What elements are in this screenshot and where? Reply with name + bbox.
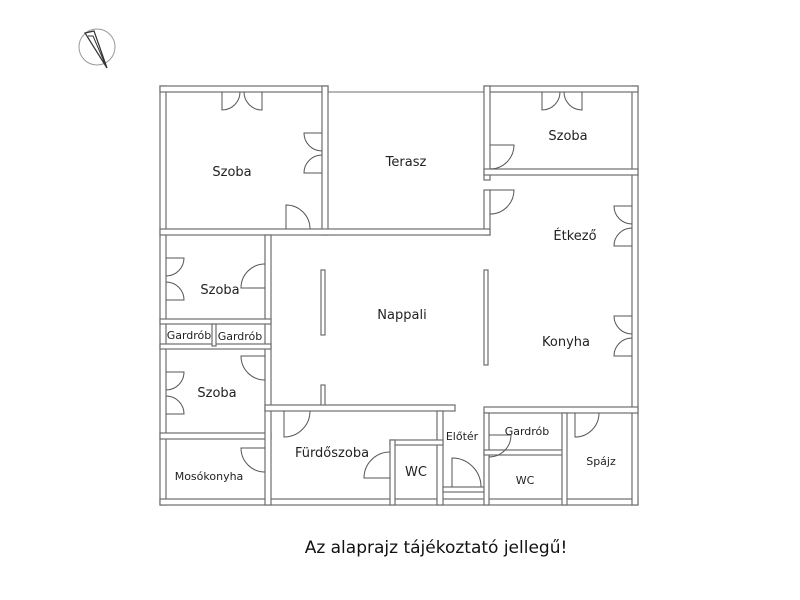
room-labels: Szoba Terasz Szoba Étkező Szoba Gardrób … [167, 129, 616, 487]
room-furdoszoba: Fürdőszoba [295, 446, 369, 461]
room-etkezo: Étkező [553, 228, 596, 244]
room-gardrob-left: Gardrób [167, 329, 212, 342]
room-nappali: Nappali [377, 308, 426, 323]
room-wc-left: WC [405, 465, 427, 480]
room-gardrob-mid: Gardrób [218, 330, 263, 343]
doors [165, 91, 633, 488]
room-mosokonyha: Mosókonyha [175, 470, 244, 483]
disclaimer-caption: Az alaprajz tájékoztató jellegű! [304, 538, 568, 558]
room-spajz: Spájz [586, 455, 616, 468]
room-terasz: Terasz [385, 155, 427, 170]
room-eloter: Előtér [446, 430, 479, 443]
room-szoba-top-right: Szoba [548, 129, 587, 144]
room-konyha: Konyha [542, 335, 590, 350]
room-szoba-mid-left: Szoba [200, 283, 239, 298]
north-arrow-icon [78, 28, 116, 69]
room-szoba-top-left: Szoba [212, 165, 251, 180]
room-gardrob-right: Gardrób [505, 425, 550, 438]
room-szoba-lower-left: Szoba [197, 386, 236, 401]
room-wc-right: WC [516, 474, 535, 487]
walls [159, 85, 639, 506]
